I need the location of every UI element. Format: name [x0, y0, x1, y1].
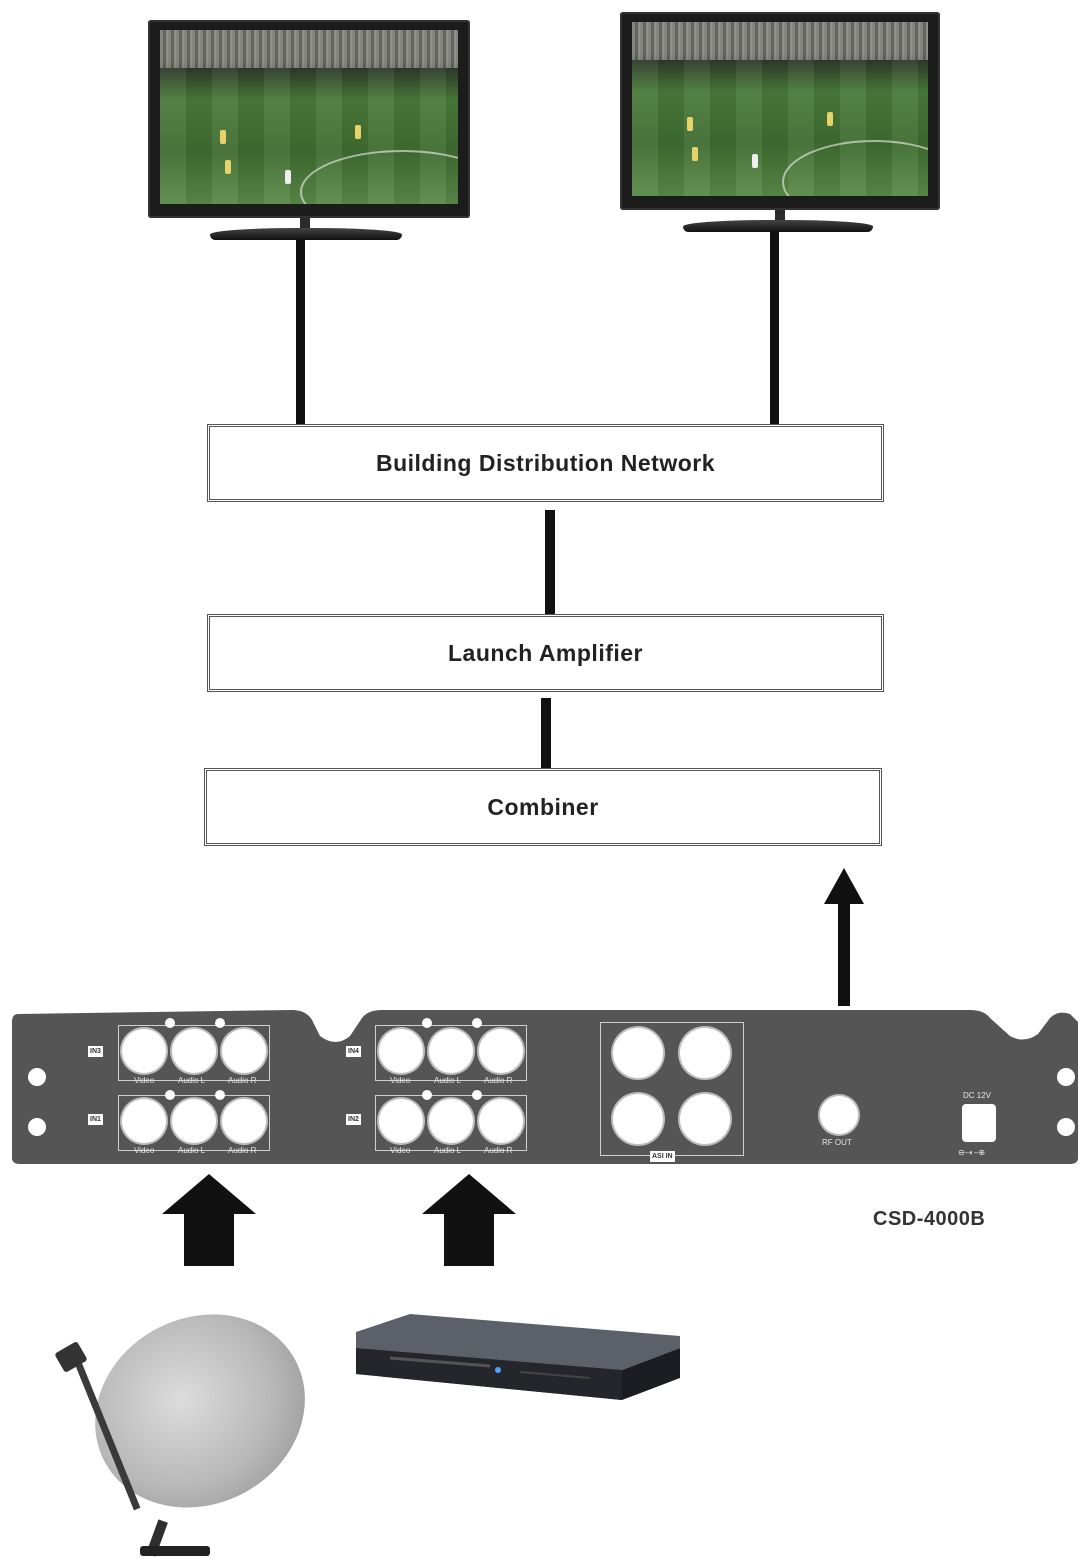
rca-port-audio-r[interactable] — [479, 1099, 523, 1143]
rca-port-audio-l[interactable] — [172, 1099, 216, 1143]
grid-port-label: ASI IN — [650, 1151, 675, 1162]
polarity-symbol: ⊖–◐–⊕ — [958, 1148, 986, 1157]
tv-right-frame — [620, 12, 940, 210]
port-label: Audio R — [484, 1146, 513, 1155]
rca-port-audio-l[interactable] — [429, 1099, 473, 1143]
input-label: IN2 — [346, 1114, 361, 1125]
rf-out-label: RF OUT — [822, 1138, 852, 1147]
mount-hole — [28, 1118, 46, 1136]
port-label: Audio L — [178, 1146, 206, 1155]
port-label: Audio L — [178, 1076, 206, 1085]
cable-amplifier-combiner — [541, 698, 551, 768]
building-distribution-network-label: Building Distribution Network — [375, 449, 716, 476]
port-label: Video — [134, 1146, 155, 1155]
port-label: Audio R — [228, 1076, 257, 1085]
arrow-to-combiner — [824, 868, 864, 1006]
mount-hole — [28, 1068, 46, 1086]
rca-port-audio-r[interactable] — [222, 1029, 266, 1073]
panel-body — [12, 1010, 1078, 1164]
satellite-dish-reflector — [60, 1278, 340, 1544]
port-label: Audio R — [484, 1076, 513, 1085]
tv-left-stand — [210, 228, 402, 240]
mount-hole — [1057, 1068, 1075, 1086]
rca-port-audio-r[interactable] — [222, 1099, 266, 1143]
rca-port-audio-r[interactable] — [479, 1029, 523, 1073]
input-label: IN3 — [88, 1046, 103, 1057]
large-port[interactable] — [680, 1094, 730, 1144]
mount-hole — [1057, 1118, 1075, 1136]
launch-amplifier-box: Launch Amplifier — [207, 614, 884, 692]
rca-port-video[interactable] — [122, 1029, 166, 1073]
arrow-dvd-to-panel — [422, 1174, 516, 1266]
port-label: Video — [390, 1076, 411, 1085]
port-label: Audio L — [434, 1146, 462, 1155]
arrow-dish-to-panel — [162, 1174, 256, 1266]
dvd-player-body — [356, 1314, 680, 1400]
combiner-label: Combiner — [487, 793, 599, 820]
tv-right-stand — [683, 220, 873, 232]
power-jack[interactable] — [962, 1104, 996, 1142]
tv-left-frame — [148, 20, 470, 218]
rca-port-video[interactable] — [122, 1099, 166, 1143]
port-label: Video — [390, 1146, 411, 1155]
port-label: Audio L — [434, 1076, 462, 1085]
cable-network-amplifier — [545, 510, 555, 616]
csd-4000b-rear-panel: IN3 IN1 Video Audio L Audio R Video Audi… — [10, 1008, 1082, 1166]
tv-left-screen — [160, 30, 458, 204]
tv-right-screen — [632, 22, 928, 196]
rca-port-audio-l[interactable] — [429, 1029, 473, 1073]
launch-amplifier-label: Launch Amplifier — [448, 639, 643, 666]
port-label: Video — [134, 1076, 155, 1085]
power-label: DC 12V — [963, 1091, 992, 1100]
input-label: IN1 — [88, 1114, 103, 1125]
large-port[interactable] — [613, 1094, 663, 1144]
input-label: IN4 — [346, 1046, 361, 1057]
large-port[interactable] — [680, 1028, 730, 1078]
cable-tv-left — [296, 240, 305, 428]
large-port[interactable] — [613, 1028, 663, 1078]
rf-out-port[interactable] — [820, 1096, 858, 1134]
rca-port-video[interactable] — [379, 1029, 423, 1073]
combiner-box: Combiner — [204, 768, 882, 846]
cable-tv-right — [770, 232, 779, 428]
building-distribution-network-box: Building Distribution Network — [207, 424, 884, 502]
rca-port-video[interactable] — [379, 1099, 423, 1143]
port-label: Audio R — [228, 1146, 257, 1155]
device-model-label: CSD-4000B — [873, 1208, 986, 1230]
rca-port-audio-l[interactable] — [172, 1029, 216, 1073]
